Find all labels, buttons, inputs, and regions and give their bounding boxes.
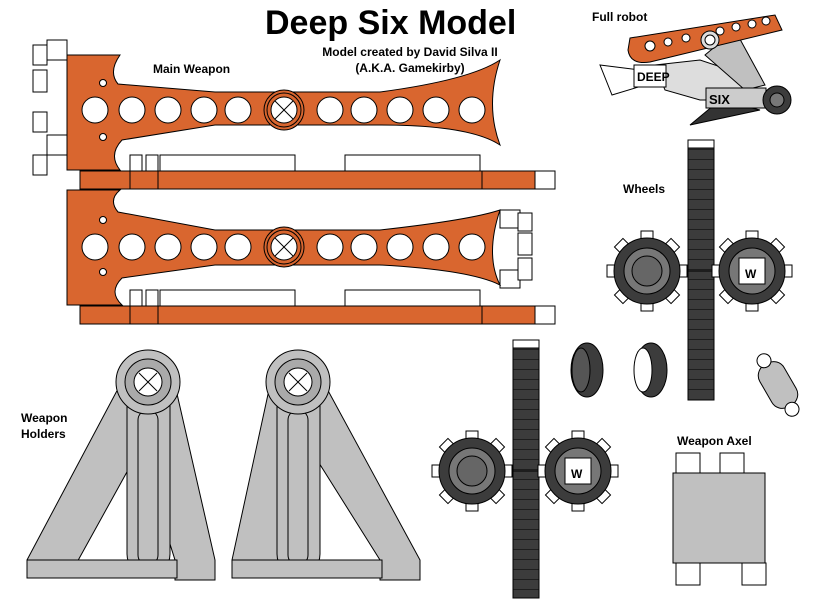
small-axle-piece xyxy=(756,353,800,417)
wheels-upper: W xyxy=(606,139,793,401)
weapon-holder-right xyxy=(231,349,421,581)
credit-author: Model created by David Silva II xyxy=(322,45,498,59)
weapon-holder-left xyxy=(26,349,216,581)
wheel-hub-left xyxy=(606,230,688,312)
label-weapon-holders: Weapon Holders xyxy=(21,410,91,442)
wheels-lower: W xyxy=(431,339,619,599)
weapon-pivot-hole xyxy=(263,89,305,131)
label-weapon-axel: Weapon Axel xyxy=(677,434,752,448)
label-wheels: Wheels xyxy=(623,182,666,196)
robot-six-text: SIX xyxy=(709,92,730,107)
weapon-axel xyxy=(672,452,767,586)
wheel-mark-lower: W xyxy=(571,467,583,481)
label-weapon-holders-line1: Weapon xyxy=(21,411,68,425)
credit-text: Model created by David Silva II (A.K.A. … xyxy=(300,44,520,76)
label-main-weapon: Main Weapon xyxy=(153,62,231,76)
robot-deep-text: DEEP xyxy=(637,70,670,84)
main-weapon-bottom xyxy=(66,189,556,325)
label-weapon-holders-line2: Holders xyxy=(21,427,66,441)
page-title: Deep Six Model xyxy=(265,4,517,42)
wheel-tires xyxy=(570,342,668,398)
wheel-mark-upper: W xyxy=(745,267,757,281)
full-robot-illustration: DEEP SIX xyxy=(599,14,792,126)
credit-alias: (A.K.A. Gamekirby) xyxy=(355,61,465,75)
main-weapon-top xyxy=(32,39,556,190)
label-full-robot: Full robot xyxy=(592,10,648,24)
